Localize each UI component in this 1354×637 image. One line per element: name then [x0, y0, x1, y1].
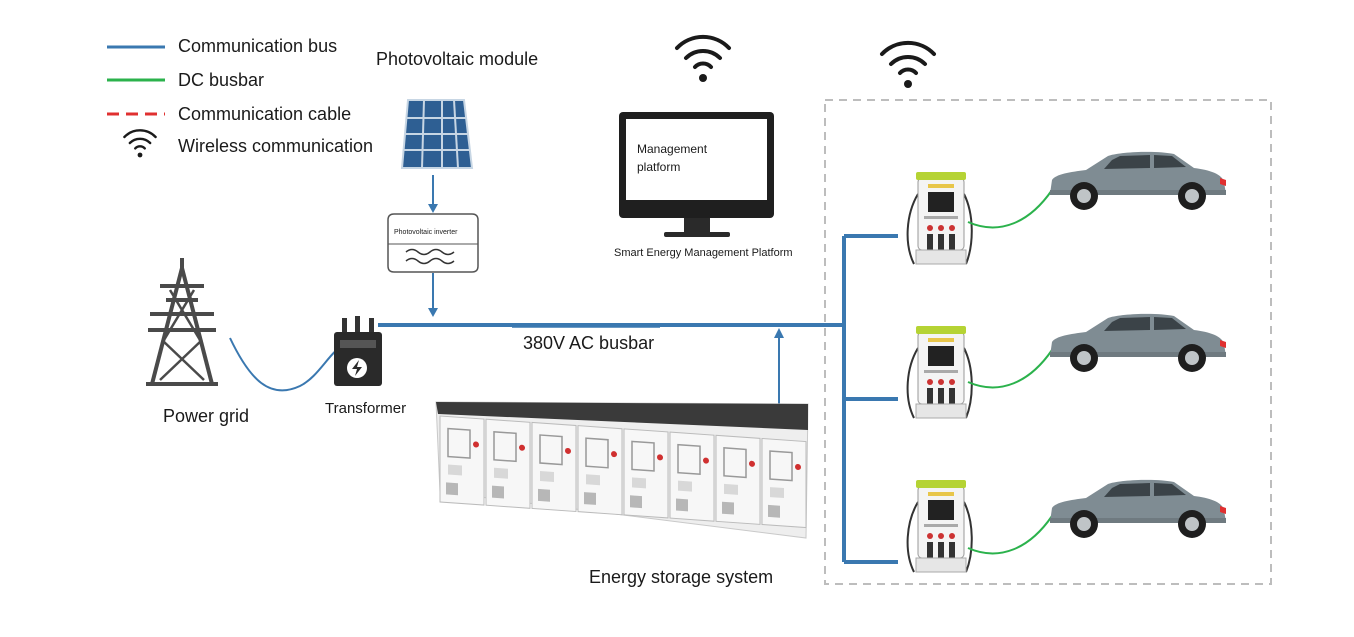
wifi-icon [675, 34, 731, 84]
pv-inverter-label: Photovoltaic inverter [394, 229, 458, 236]
ac-busbar-label: 380V AC busbar [523, 333, 655, 353]
legend [107, 45, 165, 159]
transformer-label: Transformer [325, 400, 407, 417]
storage-label: Energy storage system [589, 567, 774, 587]
legend-label-wireless-communication: Wireless communication [178, 136, 374, 156]
pylon-icon [146, 258, 218, 386]
inverter-icon [387, 213, 479, 273]
charger-icon [906, 479, 973, 573]
management-screen-label: Management platform [637, 142, 708, 174]
pv-module-label: Photovoltaic module [376, 49, 539, 69]
charger-icon [906, 325, 973, 419]
legend-label-communication-bus: Communication bus [178, 36, 338, 56]
charging-area-border [824, 99, 1272, 585]
power-grid-label: Power grid [163, 406, 250, 426]
transformer-icon [334, 316, 382, 386]
car-icon [1050, 151, 1226, 210]
wifi-icon [123, 129, 157, 159]
car-icon [1050, 479, 1226, 538]
legend-label-dc-busbar: DC busbar [178, 70, 265, 90]
solar-panel-icon [400, 99, 474, 169]
monitor-icon [619, 112, 774, 237]
charger-icon [906, 171, 973, 265]
storage-cabinet-icon [435, 401, 809, 539]
wifi-icon [880, 40, 936, 90]
smart-platform-label: Smart Energy Management Platform [614, 247, 793, 259]
legend-label-communication-cable: Communication cable [178, 104, 352, 124]
car-icon [1050, 313, 1226, 372]
